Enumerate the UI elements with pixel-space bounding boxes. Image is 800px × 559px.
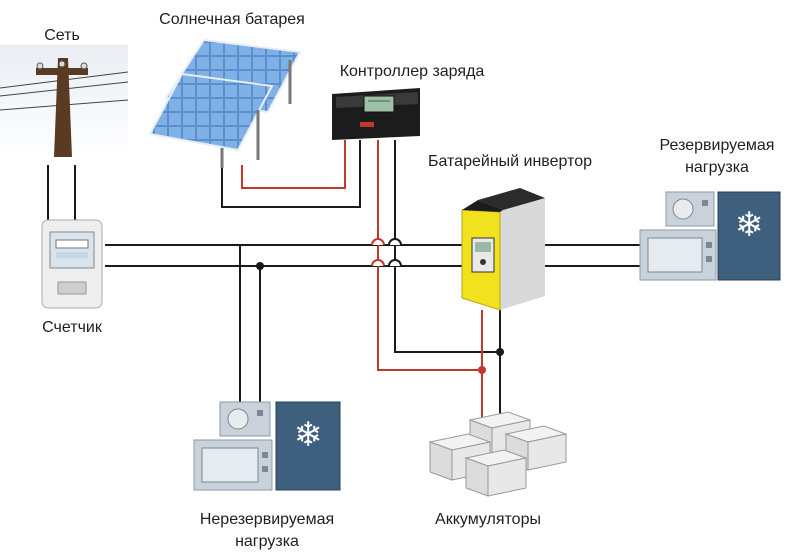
- unreserved-load-label-line2: нагрузка: [235, 533, 299, 550]
- charge-controller-icon: [332, 88, 420, 140]
- batteries-label: Аккумуляторы: [435, 511, 541, 528]
- electric-meter-icon: [41, 219, 103, 309]
- unreserved-load-appliances: ❄: [193, 401, 341, 491]
- reserved-load-label-line1: Резервируемая: [660, 137, 775, 154]
- battery-bank: [428, 411, 568, 497]
- grid-label: Сеть: [44, 27, 80, 44]
- snowflake-icon: ❄: [735, 205, 764, 245]
- wire-crossovers: [371, 238, 402, 267]
- solar-panel-icon: [148, 38, 302, 168]
- battery-inverter-label: Батарейный инвертор: [428, 153, 592, 170]
- inverter-icon: [461, 188, 545, 311]
- charge-controller-label: Контроллер заряда: [340, 63, 485, 80]
- snowflake-icon: ❄: [294, 415, 323, 455]
- meter-label: Счетчик: [42, 319, 103, 336]
- unreserved-load-label-line1: Нерезервируемая: [200, 511, 334, 528]
- wiring: [47, 140, 640, 420]
- solar-panel-label: Солнечная батарея: [159, 11, 305, 28]
- reserved-load-label-line2: нагрузка: [685, 159, 749, 176]
- reserved-load-appliances: ❄: [639, 191, 781, 281]
- junction-dots: [256, 262, 504, 374]
- appliance-icon: [193, 401, 273, 491]
- battery-icon: [464, 449, 528, 497]
- appliance-icon: [639, 191, 717, 281]
- power-pole-icon: [0, 45, 129, 157]
